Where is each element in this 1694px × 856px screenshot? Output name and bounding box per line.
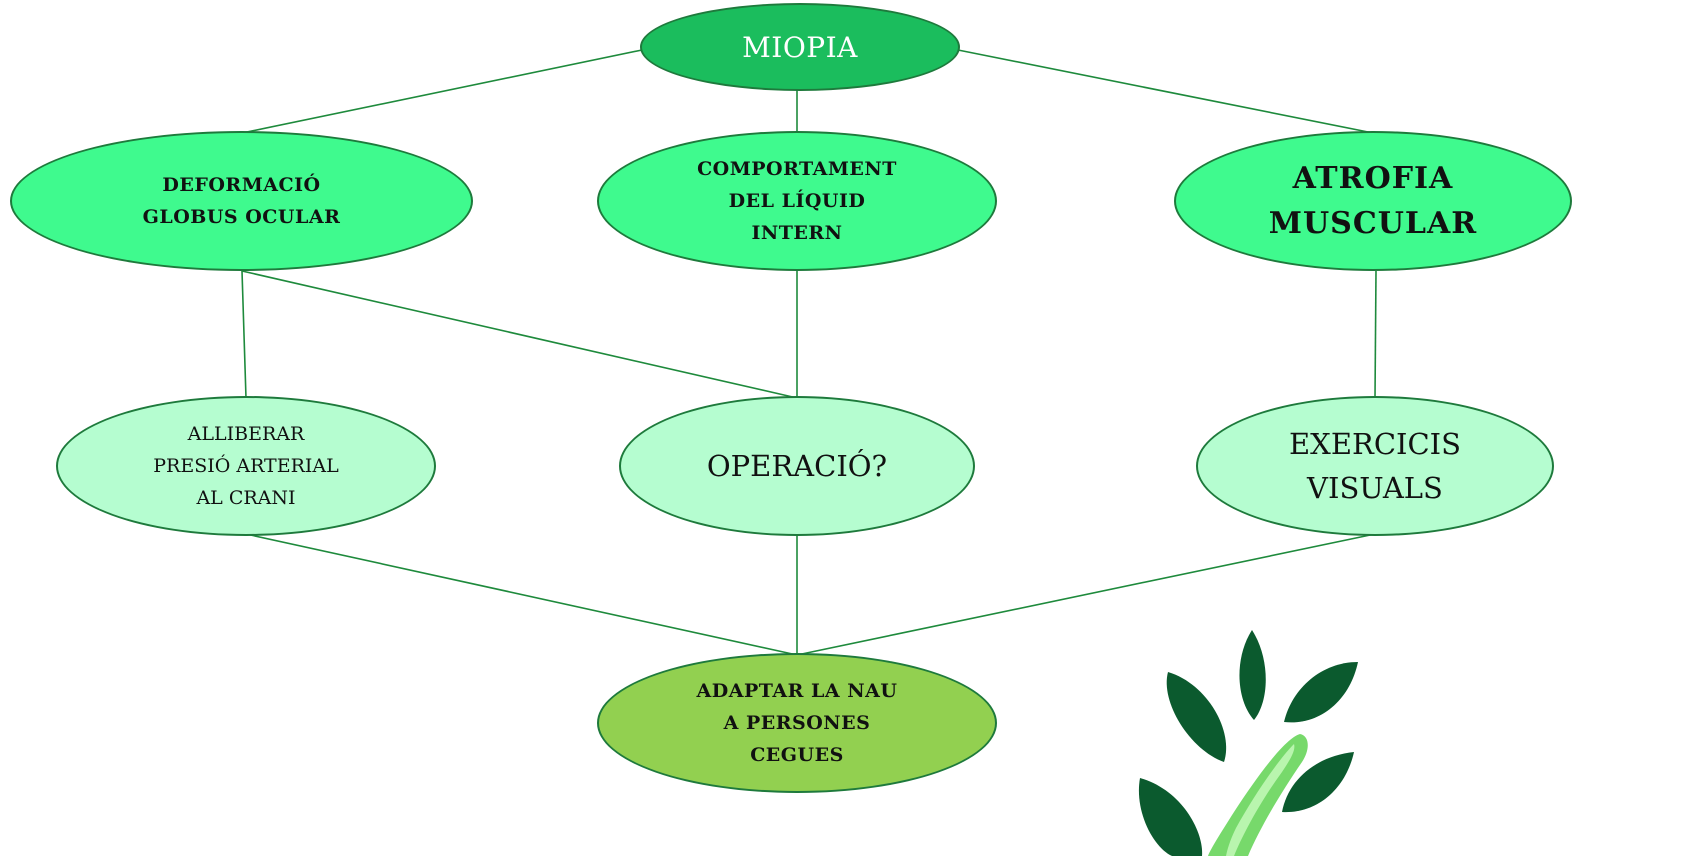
leaves-logo-icon bbox=[1138, 630, 1358, 856]
logo-leaf-lower-left bbox=[1138, 778, 1203, 856]
node-adaptar-label: ADAPTAR LA NAU A PERSONES CEGUES bbox=[696, 680, 898, 766]
node-atrofia-muscular: ATROFIA MUSCULAR bbox=[1174, 131, 1572, 271]
logo-leaf-upper-left bbox=[1166, 672, 1227, 762]
edge-miopia-deformacio bbox=[241, 49, 643, 134]
node-operacio-label: OPERACIÓ? bbox=[706, 449, 888, 483]
logo-stem-highlight bbox=[1226, 744, 1295, 856]
node-operacio: OPERACIÓ? bbox=[619, 396, 975, 536]
edge-miopia-atrofia bbox=[957, 49, 1374, 134]
node-adaptar-la-nau: ADAPTAR LA NAU A PERSONES CEGUES bbox=[597, 653, 997, 793]
edge-exercicis-adaptar bbox=[796, 533, 1376, 656]
edge-deformacio-operacio bbox=[241, 270, 798, 399]
node-alliberar-label: ALLIBERAR PRESIÓ ARTERIAL AL CRANI bbox=[153, 423, 339, 509]
logo-leaf-upper-right bbox=[1284, 662, 1358, 723]
node-comportament-label: COMPORTAMENT DEL LÍQUID INTERN bbox=[697, 158, 897, 244]
logo-leaf-top bbox=[1239, 630, 1266, 720]
node-deformacio-globus-ocular: DEFORMACIÓ GLOBUS OCULAR bbox=[10, 131, 473, 271]
node-miopia-label: MIOPIA bbox=[742, 30, 858, 64]
node-exercicis-label: EXERCICIS VISUALS bbox=[1289, 427, 1461, 505]
node-comportament-liquid-intern: COMPORTAMENT DEL LÍQUID INTERN bbox=[597, 131, 997, 271]
node-atrofia-label: ATROFIA MUSCULAR bbox=[1268, 161, 1478, 241]
logo-leaf-lower-right bbox=[1282, 752, 1354, 813]
node-miopia: MIOPIA bbox=[640, 3, 960, 91]
node-exercicis-visuals: EXERCICIS VISUALS bbox=[1196, 396, 1554, 536]
node-alliberar-presio-arterial: ALLIBERAR PRESIÓ ARTERIAL AL CRANI bbox=[56, 396, 436, 536]
edge-atrofia-exercicis bbox=[1374, 270, 1377, 399]
edge-deformacio-alliberar bbox=[241, 270, 247, 399]
node-deformacio-label: DEFORMACIÓ GLOBUS OCULAR bbox=[142, 174, 341, 228]
edge-alliberar-adaptar bbox=[245, 533, 798, 656]
